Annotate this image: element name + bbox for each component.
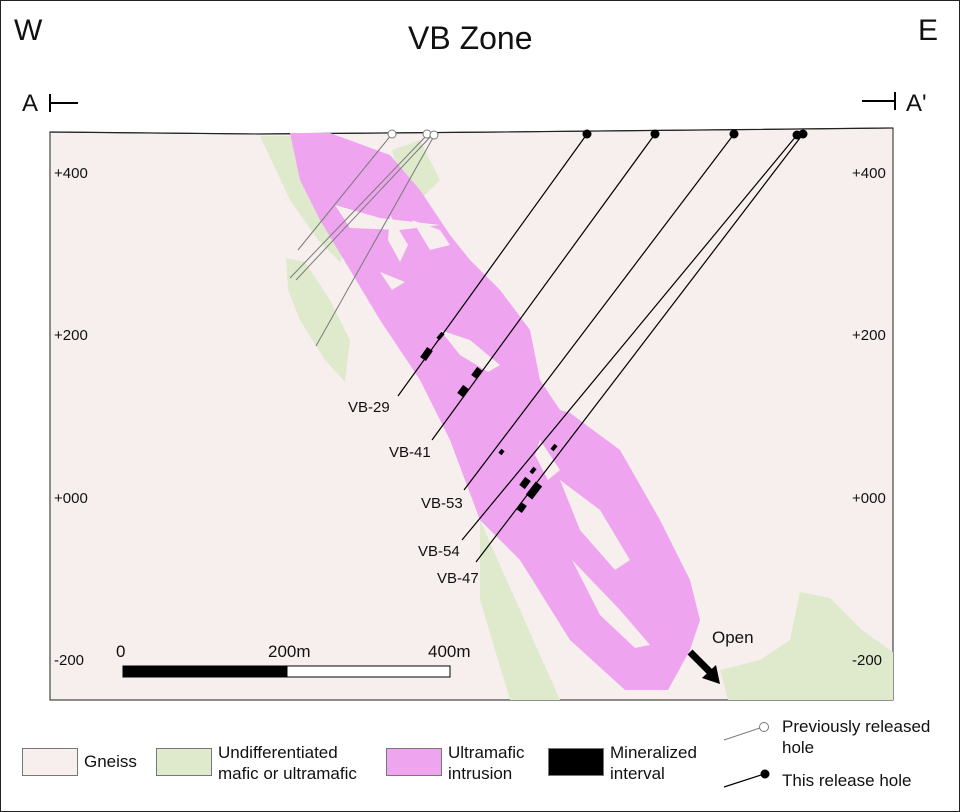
hole-label-vb-54: VB-54 bbox=[418, 543, 460, 560]
elevation-label-right: -200 bbox=[852, 652, 883, 669]
legend-previous-hole-label: Previously released hole bbox=[782, 717, 931, 757]
legend-gneiss-label: Gneiss bbox=[84, 752, 137, 771]
elevation-label-right: +400 bbox=[852, 165, 886, 182]
previous-hole-trace bbox=[315, 135, 435, 347]
hole-collar bbox=[650, 129, 660, 139]
ultramafic-intrusion bbox=[290, 133, 700, 690]
mineralized-interval bbox=[457, 384, 469, 398]
previous-hole-collar bbox=[429, 130, 439, 140]
section-marker-a-prime bbox=[862, 92, 896, 110]
mafic-unit-lower-right bbox=[720, 592, 893, 700]
mineralized-interval bbox=[516, 501, 527, 514]
previous-hole-trace bbox=[289, 133, 429, 279]
hole-collar bbox=[729, 129, 739, 139]
gneiss-inclusion bbox=[380, 272, 405, 290]
gneiss-inclusion bbox=[560, 480, 630, 570]
mafic-unit-lower bbox=[480, 520, 560, 700]
gneiss-inclusion bbox=[335, 205, 440, 230]
mineralized-interval bbox=[519, 476, 531, 490]
elevation-label-right: +000 bbox=[852, 490, 886, 507]
gneiss-inclusion bbox=[412, 220, 450, 250]
legend-ultramafic-swatch bbox=[386, 748, 442, 776]
legend-mineralized-label: Mineralized interval bbox=[610, 743, 697, 783]
mafic-unit-upper-right bbox=[392, 140, 440, 200]
hole-collar bbox=[582, 129, 592, 139]
gneiss-inclusion bbox=[388, 215, 408, 262]
mineralized-interval bbox=[550, 443, 558, 452]
mafic-unit-left bbox=[286, 258, 350, 382]
legend-this-hole-label: This release hole bbox=[782, 771, 912, 790]
scale-label-200m: 200m bbox=[268, 642, 311, 661]
east-direction-label: E bbox=[918, 14, 939, 47]
gneiss-inclusion bbox=[572, 560, 650, 648]
legend-mafic-swatch bbox=[156, 748, 212, 776]
legend-ultramafic-label: Ultramafic intrusion bbox=[448, 743, 525, 783]
elevation-label-left: +400 bbox=[54, 165, 88, 182]
legend-previous-hole-icon bbox=[723, 722, 769, 741]
previous-hole-trace bbox=[297, 133, 393, 251]
mineralized-intervals bbox=[420, 331, 558, 514]
previous-hole-trace bbox=[295, 134, 433, 281]
hole-label-vb-41: VB-41 bbox=[389, 444, 431, 461]
legend-gneiss-swatch bbox=[22, 748, 78, 776]
hole-trace-vb-53 bbox=[463, 133, 735, 491]
west-direction-label: W bbox=[14, 14, 43, 47]
scale-label-400m: 400m bbox=[428, 642, 471, 661]
section-end-label: A' bbox=[906, 90, 927, 117]
legend-mafic-label: Undifferentiated mafic or ultramafic bbox=[218, 743, 357, 783]
mineralized-interval bbox=[436, 331, 445, 341]
gneiss-inclusions bbox=[335, 205, 650, 648]
hole-label-vb-29: VB-29 bbox=[348, 399, 390, 416]
mineralized-interval bbox=[420, 346, 433, 362]
previous-holes bbox=[289, 129, 439, 347]
legend-this-hole-icon bbox=[723, 769, 770, 788]
mineralized-interval bbox=[498, 448, 505, 456]
hole-label-vb-53: VB-53 bbox=[421, 495, 463, 512]
topographic-surface bbox=[49, 127, 894, 135]
elevation-label-left: -200 bbox=[54, 652, 85, 669]
mineralized-interval bbox=[471, 366, 483, 380]
mafic-units bbox=[260, 136, 893, 700]
scale-label-0: 0 bbox=[116, 642, 126, 661]
scale-bar bbox=[122, 665, 451, 678]
mineralized-interval bbox=[525, 481, 543, 500]
elevation-label-left: +000 bbox=[54, 490, 88, 507]
hole-trace-vb-41 bbox=[431, 133, 656, 441]
gneiss-inclusion bbox=[535, 440, 560, 480]
open-arrow-icon bbox=[687, 649, 720, 684]
figure-title: VB Zone bbox=[408, 20, 533, 56]
hole-trace-vb-54 bbox=[461, 134, 798, 541]
section-marker-a bbox=[49, 94, 78, 112]
mineralized-interval bbox=[529, 466, 537, 475]
section-start-label: A bbox=[22, 90, 39, 117]
open-label: Open bbox=[712, 628, 754, 647]
hole-label-vb-47: VB-47 bbox=[437, 570, 479, 587]
legend-mineralized-swatch bbox=[548, 748, 604, 776]
elevation-label-left: +200 bbox=[54, 327, 88, 344]
hole-collar bbox=[798, 129, 808, 139]
previous-hole-collar bbox=[387, 129, 397, 139]
elevation-label-right: +200 bbox=[852, 327, 886, 344]
gneiss-inclusion bbox=[440, 330, 500, 372]
